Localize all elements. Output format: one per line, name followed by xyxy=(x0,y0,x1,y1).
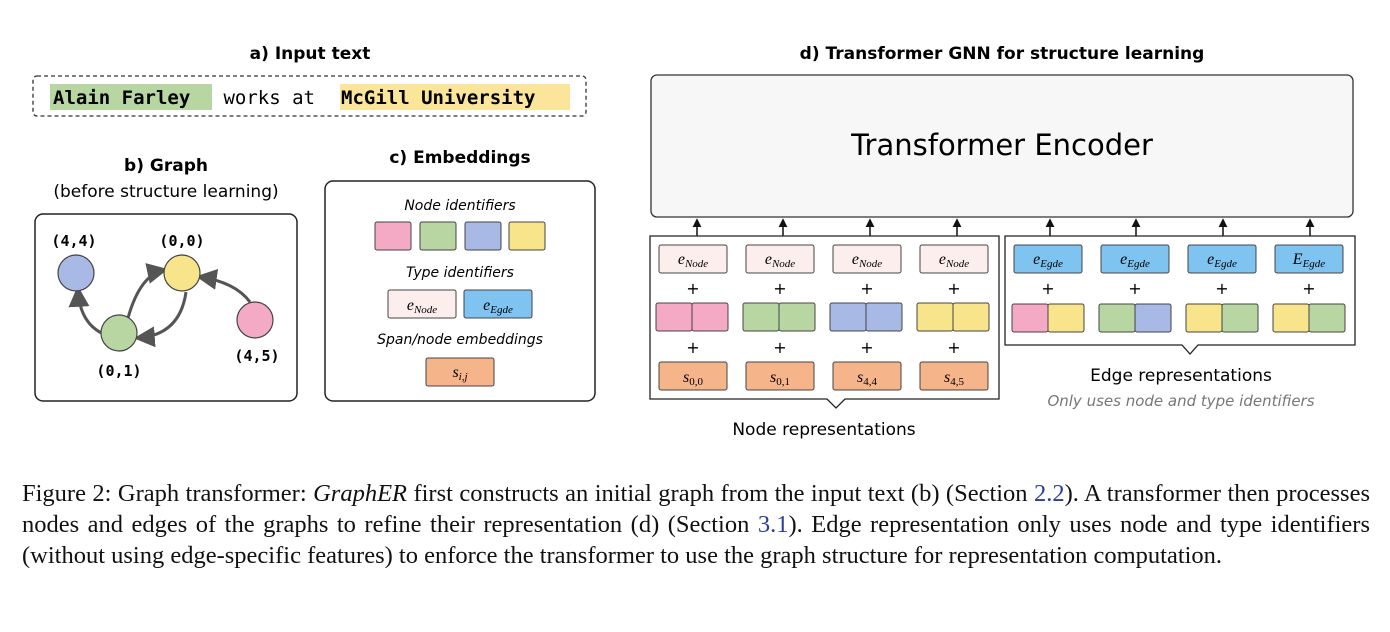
token-works-at: works at xyxy=(212,87,326,109)
svg-text:+: + xyxy=(686,279,699,298)
graph-node-label-01: (0,1) xyxy=(96,362,141,380)
edge-representations-bracket xyxy=(1004,235,1356,355)
edge-representations-label: Edge representations xyxy=(1090,366,1272,386)
node-rep-column-1: eNode + + s0,0 xyxy=(655,244,729,391)
graph-title: b) Graph xyxy=(124,156,208,176)
token-mcgill-university: McGill University xyxy=(341,87,535,109)
svg-text:+: + xyxy=(947,279,960,298)
svg-text:s4,4: s4,4 xyxy=(857,369,877,388)
node-id-green xyxy=(419,221,457,251)
graph-node-45 xyxy=(236,301,274,339)
svg-text:+: + xyxy=(947,338,960,357)
type-id-edge xyxy=(463,289,533,319)
caption-text-1: first constructs an initial graph from t… xyxy=(407,480,1034,507)
edge-01-to-00 xyxy=(126,263,169,319)
node-representations-bracket xyxy=(649,235,1000,409)
svg-text:eEgde: eEgde xyxy=(1033,251,1063,270)
graph-node-label-44: (4,4) xyxy=(51,232,96,250)
svg-text:eEgde: eEgde xyxy=(1207,251,1237,270)
graph-panel xyxy=(34,213,298,402)
encoder-input-arrows xyxy=(692,218,1315,237)
node-id-pink xyxy=(374,221,412,251)
node-identifiers-label: Node identifiers xyxy=(404,198,515,214)
type-id-edge-text: eEgde xyxy=(483,297,513,316)
caption-model-name: GraphER xyxy=(313,480,408,507)
type-id-node xyxy=(387,289,457,319)
caption-text-2: ). A transformer then processes nodes an… xyxy=(22,480,1370,538)
svg-text:+: + xyxy=(860,338,873,357)
caption-section-link-2[interactable]: 3.1 xyxy=(757,511,789,538)
svg-text:eNode: eNode xyxy=(852,251,882,270)
node-id-blue xyxy=(464,221,502,251)
graph-subtitle: (before structure learning) xyxy=(53,182,278,202)
graph-node-00 xyxy=(163,254,201,292)
node-rep-column-2: eNode + + s0,1 xyxy=(742,244,816,391)
entity-highlight-person xyxy=(50,84,212,110)
edge-rep-column-4: EEgde + xyxy=(1272,244,1346,333)
svg-text:+: + xyxy=(1215,279,1228,298)
type-id-node-text: eNode xyxy=(407,297,437,316)
entity-highlight-org xyxy=(340,84,570,110)
span-embedding-text: si,j xyxy=(452,364,467,383)
svg-text:+: + xyxy=(773,338,786,357)
edge-00-to-01 xyxy=(133,291,188,348)
svg-text:EEgde: EEgde xyxy=(1292,251,1326,270)
caption-prefix: Figure 2: Graph transformer: xyxy=(22,480,314,507)
graph-node-44 xyxy=(57,254,95,292)
node-rep-column-4: eNode + + s4,5 xyxy=(916,244,990,391)
svg-text:+: + xyxy=(686,338,699,357)
svg-text:eEgde: eEgde xyxy=(1120,251,1150,270)
figure-caption: Figure 2: Graph transformer: GraphER fir… xyxy=(22,478,1370,571)
svg-text:+: + xyxy=(1128,279,1141,298)
type-identifiers-label: Type identifiers xyxy=(406,265,514,281)
caption-text-3: ). Edge representation only uses node an… xyxy=(22,511,1370,569)
node-id-yellow xyxy=(508,221,546,251)
edge-rep-column-3: eEgde + xyxy=(1185,244,1259,333)
graph-node-label-45: (4,5) xyxy=(234,347,279,365)
node-representations-label: Node representations xyxy=(732,420,915,440)
svg-text:+: + xyxy=(773,279,786,298)
edge-representations-note: Only uses node and type identifiers xyxy=(1047,392,1314,410)
svg-text:+: + xyxy=(860,279,873,298)
embeddings-title: c) Embeddings xyxy=(389,148,530,168)
node-rep-column-3: eNode + + s4,4 xyxy=(829,244,903,391)
span-embeddings-label: Span/node embeddings xyxy=(377,332,543,348)
transformer-encoder xyxy=(650,74,1354,218)
edge-45-to-00 xyxy=(195,268,252,303)
token-alain-farley: Alain Farley xyxy=(53,87,190,109)
edge-rep-column-2: eEgde + xyxy=(1098,244,1172,333)
svg-text:eNode: eNode xyxy=(939,251,969,270)
transformer-title: d) Transformer GNN for structure learnin… xyxy=(800,44,1205,64)
svg-text:eNode: eNode xyxy=(765,251,795,270)
graph-node-label-00: (0,0) xyxy=(159,232,204,250)
svg-text:eNode: eNode xyxy=(678,251,708,270)
svg-text:s0,1: s0,1 xyxy=(770,369,790,388)
graph-node-01 xyxy=(100,314,138,352)
svg-text:s4,5: s4,5 xyxy=(944,369,964,388)
span-embedding xyxy=(425,357,495,387)
figure-diagram: a) Input text Alain Farley works at McGi… xyxy=(32,44,1356,440)
caption-section-link-1[interactable]: 2.2 xyxy=(1034,480,1065,507)
svg-text:+: + xyxy=(1041,279,1054,298)
input-text-box xyxy=(32,75,587,117)
svg-text:+: + xyxy=(1302,279,1315,298)
edge-rep-column-1: eEgde + xyxy=(1011,244,1085,333)
svg-text:s0,0: s0,0 xyxy=(683,369,703,388)
transformer-encoder-label: Transformer Encoder xyxy=(850,128,1153,162)
input-text-title: a) Input text xyxy=(250,44,371,64)
